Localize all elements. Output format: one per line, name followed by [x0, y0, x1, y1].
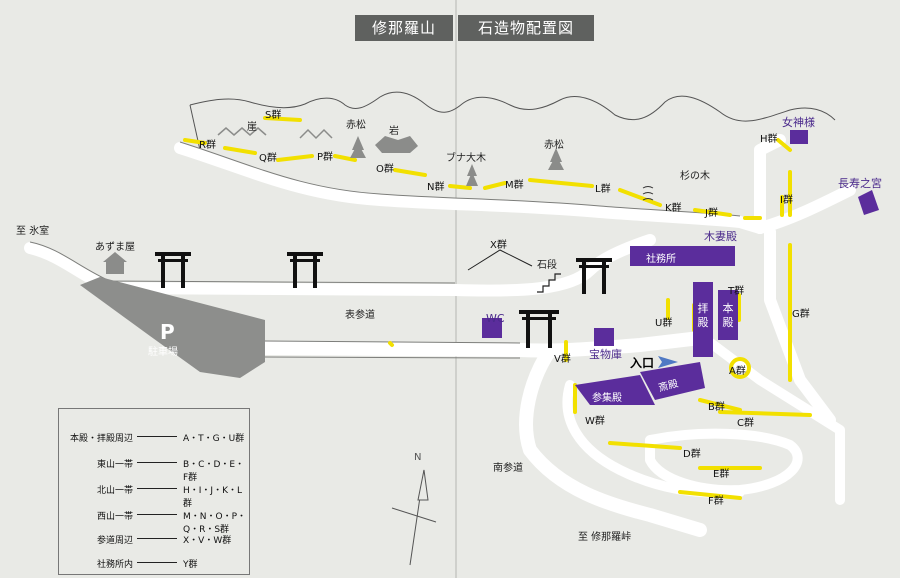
group-label-d: D群 [683, 449, 701, 460]
legend-line [137, 488, 177, 489]
roads [24, 134, 856, 537]
entrance-arrow [658, 356, 678, 368]
buildings [482, 130, 879, 405]
legend-groups: H・I・J・K・L群 [183, 486, 242, 509]
legend-groups: B・C・D・E・F群 [183, 460, 245, 483]
torii-gates [155, 252, 612, 348]
place-akamatsu-2: 赤松 [544, 140, 564, 151]
building-haiden: 拝殿 [697, 302, 709, 329]
building-wc: WC [486, 312, 505, 325]
legend-row: 本殿・拝殿周辺 A・T・G・U群 [59, 431, 249, 451]
legend-groups: A・T・G・U群 [183, 434, 245, 444]
place-buna: ブナ大木 [446, 153, 486, 164]
place-iwa: 岩 [389, 126, 399, 137]
legend-area: 本殿・拝殿周辺 [69, 434, 133, 444]
tree-icons [350, 136, 564, 186]
legend-line [137, 538, 177, 539]
group-label-k: K群 [665, 203, 682, 214]
group-label-g: G群 [792, 309, 810, 320]
place-himuro: 至 氷室 [16, 226, 50, 237]
legend-row: 東山一帯 B・C・D・E・F群 [59, 457, 249, 483]
group-label-h: H群 [760, 134, 778, 145]
place-parking: 駐車場 [148, 347, 178, 358]
rock-icon [375, 136, 418, 153]
group-label-n: N群 [427, 182, 445, 193]
building-homotsuko: 宝物庫 [589, 348, 622, 361]
place-omote-sando: 表参道 [345, 310, 375, 321]
group-label-w: W群 [585, 416, 605, 427]
mountain-ridge [189, 91, 836, 122]
legend-groups: M・N・O・P・Q・R・S群 [183, 512, 247, 535]
building-honden: 本殿 [722, 302, 734, 329]
place-toge: 至 修那羅峠 [578, 532, 632, 543]
place-entrance: 入口 [630, 356, 655, 370]
azumaya-icon [103, 252, 127, 274]
group-label-e: E群 [713, 469, 730, 480]
group-label-c: C群 [737, 418, 754, 429]
north-label: N [414, 452, 422, 463]
building-sanshuden: 参集殿 [592, 393, 622, 404]
place-minami-sando: 南参道 [493, 463, 523, 474]
legend: 本殿・拝殿周辺 A・T・G・U群 東山一帯 B・C・D・E・F群 北山一帯 H・… [58, 408, 250, 575]
building-chojunomiya: 長寿之宮 [838, 177, 882, 190]
parking-lot [80, 277, 265, 378]
legend-area: 西山一帯 [96, 512, 133, 522]
cliff-marks [217, 127, 333, 140]
stairs-icon [537, 273, 561, 293]
place-akamatsu-1: 赤松 [346, 120, 366, 131]
legend-line [137, 562, 177, 563]
group-label-l: L群 [595, 184, 611, 195]
group-label-m: M群 [505, 180, 524, 191]
group-label-x: X群 [490, 240, 507, 251]
group-label-i: I群 [780, 195, 793, 206]
group-label-f: F群 [708, 496, 724, 507]
group-label-s: S群 [265, 110, 282, 121]
legend-line [137, 514, 177, 515]
x-group-bracket [467, 249, 533, 271]
group-label-v: V群 [554, 354, 571, 365]
building-kitsumaden: 木妻殿 [704, 230, 737, 243]
legend-area: 北山一帯 [96, 486, 133, 496]
legend-groups: X・V・W群 [183, 536, 232, 546]
place-gake: 崖 [247, 122, 257, 133]
place-ishidan: 石段 [537, 260, 557, 271]
building-megamisama: 女神様 [782, 116, 815, 129]
group-label-t: T群 [728, 286, 745, 297]
stone-group-paths [183, 116, 812, 500]
sugi-marks [642, 186, 654, 201]
legend-line [137, 462, 177, 463]
legend-row: 参道周辺 X・V・W群 [59, 533, 249, 553]
group-label-p: P群 [317, 152, 334, 163]
title-mountain-name: 修那羅山 [355, 15, 453, 41]
group-label-r: R群 [199, 140, 216, 151]
legend-row: 西山一帯 M・N・O・P・Q・R・S群 [59, 509, 249, 535]
legend-groups: Y群 [183, 560, 198, 570]
group-label-u: U群 [655, 318, 673, 329]
group-label-o: O群 [376, 164, 394, 175]
legend-line [137, 436, 177, 437]
north-compass [391, 469, 437, 566]
legend-row: 北山一帯 H・I・J・K・L群 [59, 483, 249, 509]
parking-sign: P [160, 320, 175, 344]
legend-area: 東山一帯 [96, 460, 133, 470]
place-sugi: 杉の木 [680, 171, 710, 182]
group-label-a: A群 [729, 366, 746, 377]
group-label-j: J群 [705, 208, 718, 219]
legend-area: 参道周辺 [96, 536, 133, 546]
legend-area: 社務所内 [96, 560, 133, 570]
legend-row: 社務所内 Y群 [59, 557, 249, 577]
group-label-b: B群 [708, 402, 725, 413]
title-map-name: 石造物配置図 [458, 15, 594, 41]
building-shamusho: 社務所 [646, 254, 676, 265]
group-label-q: Q群 [259, 153, 277, 164]
place-azumaya: あずま屋 [95, 242, 135, 253]
